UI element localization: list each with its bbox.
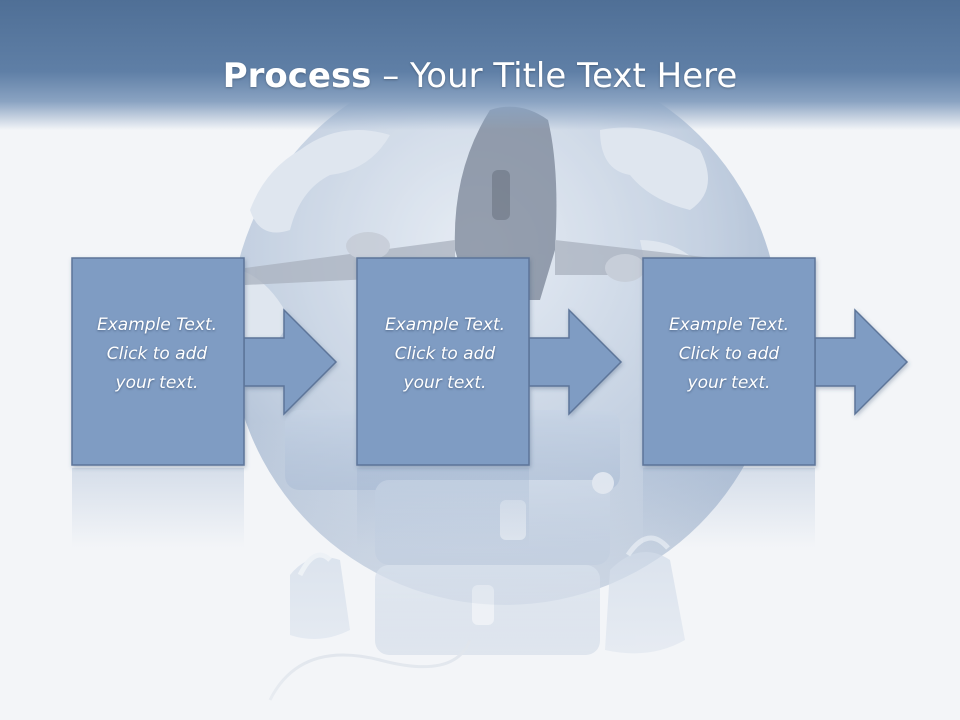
- process-step-2[interactable]: [356, 257, 623, 466]
- step-3-arrow[interactable]: [814, 308, 909, 416]
- slide-title[interactable]: Process – Your Title Text Here: [0, 48, 960, 104]
- title-bold-part: Process: [222, 56, 372, 96]
- step-3-text[interactable]: Example Text. Click to add your text.: [634, 311, 824, 398]
- step-text-line: your text.: [115, 373, 199, 393]
- step-text-line: your text.: [403, 373, 487, 393]
- step-text-line: Click to add: [678, 344, 780, 364]
- step-text-line: Example Text.: [384, 315, 506, 335]
- step-2-text[interactable]: Example Text. Click to add your text.: [350, 311, 540, 398]
- title-bar: [0, 0, 960, 130]
- step-1-text[interactable]: Example Text. Click to add your text.: [62, 311, 252, 398]
- step-text-line: Click to add: [106, 344, 208, 364]
- step-text-line: Example Text.: [668, 315, 790, 335]
- step-2-box[interactable]: [356, 257, 530, 466]
- step-1-arrow[interactable]: [243, 308, 338, 416]
- step-1-box[interactable]: [71, 257, 245, 466]
- airplane-illustration: [245, 106, 730, 301]
- process-step-3[interactable]: [642, 257, 909, 466]
- step-text-line: your text.: [687, 373, 771, 393]
- step-text-line: Example Text.: [96, 315, 218, 335]
- step-3-box[interactable]: [642, 257, 816, 466]
- process-step-1[interactable]: [71, 257, 338, 466]
- title-rest-part: – Your Title Text Here: [371, 56, 738, 96]
- step-2-arrow[interactable]: [528, 308, 623, 416]
- step-text-line: Click to add: [394, 344, 496, 364]
- process-reflection: [72, 468, 815, 548]
